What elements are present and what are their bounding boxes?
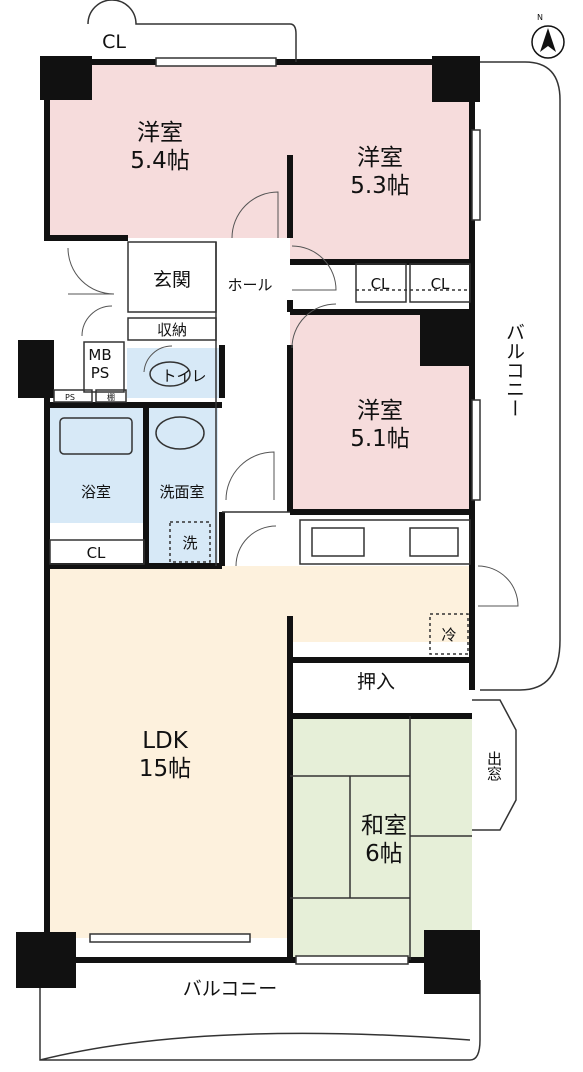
storage-label: 収納	[157, 321, 187, 339]
closet-push-label: 押入	[357, 671, 395, 693]
cl-label-1: CL	[102, 31, 126, 53]
western1-size: 5.4帖	[130, 148, 190, 174]
cl-label-2: CL	[371, 275, 390, 293]
cl-label-4: CL	[87, 544, 106, 562]
cl-label-3: CL	[431, 275, 450, 293]
windows	[89, 57, 481, 965]
balcony-south	[39, 960, 481, 1061]
room-ldk	[47, 566, 289, 938]
compass-icon	[531, 25, 565, 59]
door-swings	[67, 191, 519, 607]
hall-label: ホール	[227, 276, 272, 294]
toilet-label: トイレ	[161, 367, 206, 385]
washroom-label: 洗面室	[159, 483, 204, 501]
room-bath	[50, 408, 144, 523]
washer-label: 洗	[182, 534, 197, 552]
western1-name: 洋室	[137, 120, 183, 146]
mbps-line2: PS	[91, 364, 110, 382]
japanese-size: 6帖	[365, 841, 403, 867]
ps-label: PS	[65, 393, 75, 402]
room-washroom	[148, 408, 218, 566]
balcony-east	[480, 61, 561, 691]
room-japanese	[290, 716, 472, 960]
shelf-label: 棚	[107, 392, 115, 402]
ldk-size: 15帖	[139, 756, 191, 782]
fridge-label: 冷	[441, 626, 456, 644]
kitchen-area	[289, 566, 472, 642]
balcony-east-label: バルコニー	[503, 323, 525, 418]
balcony-south-label: バルコニー	[183, 978, 278, 1000]
western3-size: 5.1帖	[350, 426, 410, 452]
western2-size: 5.3帖	[350, 173, 410, 199]
japanese-name: 和室	[361, 813, 407, 839]
mbps-line1: MB	[88, 346, 111, 364]
room-toilet	[127, 348, 222, 398]
ldk-name: LDK	[142, 728, 189, 754]
western3-name: 洋室	[357, 398, 403, 424]
interior-lines	[49, 0, 517, 960]
bay-window-label: 出窓	[485, 751, 503, 781]
western2-name: 洋室	[357, 145, 403, 171]
pillars	[16, 56, 480, 994]
compass-label: N	[537, 13, 543, 22]
entrance-label: 玄関	[153, 269, 191, 291]
bath-label: 浴室	[81, 483, 111, 501]
